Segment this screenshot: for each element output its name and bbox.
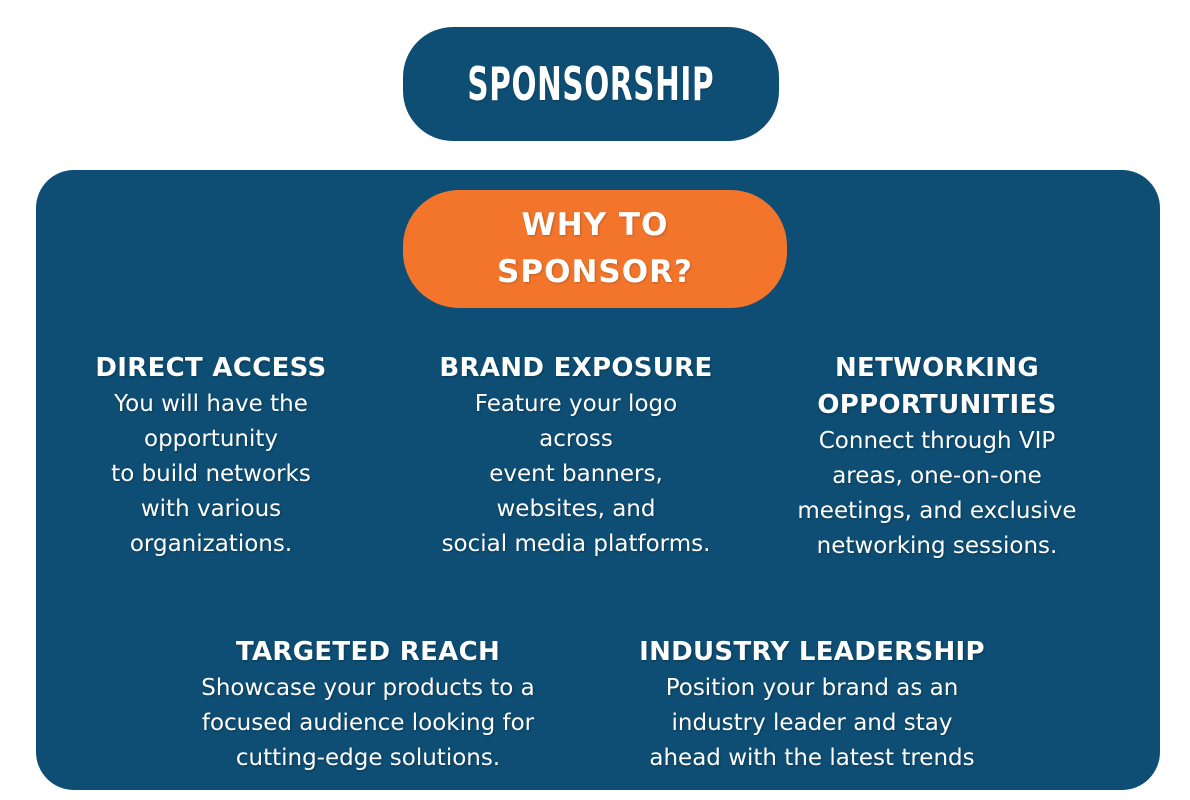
body-line: Connect through VIP — [818, 428, 1056, 454]
body-line: networking sessions. — [816, 533, 1058, 559]
body-line: websites, and — [496, 496, 656, 522]
why-sponsor-pill: WHY TO SPONSOR? — [403, 190, 787, 308]
body-line: You will have the — [114, 391, 308, 417]
body-line: organizations. — [129, 531, 293, 557]
content-panel: WHY TO SPONSOR? DIRECT ACCESS You will h… — [36, 170, 1160, 790]
body-line: meetings, and exclusive — [797, 498, 1077, 524]
body-line: across — [539, 426, 613, 452]
section-networking-opportunities: NETWORKING OPPORTUNITIES Connect through… — [777, 350, 1097, 564]
section-direct-access: DIRECT ACCESS You will have the opportun… — [56, 350, 366, 562]
section-heading: BRAND EXPOSURE — [439, 353, 713, 383]
body-line: to build networks — [111, 461, 311, 487]
body-line: opportunity — [144, 426, 278, 452]
section-brand-exposure: BRAND EXPOSURE Feature your logo across … — [411, 350, 741, 562]
section-heading: DIRECT ACCESS — [95, 353, 327, 383]
section-targeted-reach: TARGETED REACH Showcase your products to… — [178, 634, 558, 776]
body-line: social media platforms. — [441, 531, 711, 557]
body-line: ahead with the latest trends — [649, 745, 975, 771]
body-line: event banners, — [489, 461, 663, 487]
slide-title: SPONSORSHIP — [467, 57, 715, 111]
body-line: Feature your logo — [474, 391, 678, 417]
section-body: Feature your logo across event banners, … — [411, 387, 741, 562]
body-line: industry leader and stay — [671, 710, 953, 736]
section-heading: INDUSTRY LEADERSHIP — [639, 637, 985, 667]
subtitle-line: WHY TO — [521, 207, 669, 243]
section-heading: TARGETED REACH — [235, 637, 501, 667]
body-line: areas, one-on-one — [832, 463, 1042, 489]
body-line: with various — [140, 496, 282, 522]
section-body: You will have the opportunity to build n… — [56, 387, 366, 562]
subtitle-line: SPONSOR? — [497, 254, 693, 290]
body-line: cutting-edge solutions. — [235, 745, 501, 771]
sponsorship-title-pill: SPONSORSHIP — [403, 27, 779, 141]
section-industry-leadership: INDUSTRY LEADERSHIP Position your brand … — [622, 634, 1002, 776]
panel-subtitle: WHY TO SPONSOR? — [497, 202, 693, 296]
section-body: Showcase your products to a focused audi… — [178, 671, 558, 776]
section-body: Position your brand as an industry leade… — [622, 671, 1002, 776]
section-heading: NETWORKING OPPORTUNITIES — [817, 353, 1057, 420]
body-line: Position your brand as an — [665, 675, 959, 701]
body-line: focused audience looking for — [201, 710, 535, 736]
body-line: Showcase your products to a — [201, 675, 535, 701]
section-body: Connect through VIP areas, one-on-one me… — [777, 424, 1097, 564]
